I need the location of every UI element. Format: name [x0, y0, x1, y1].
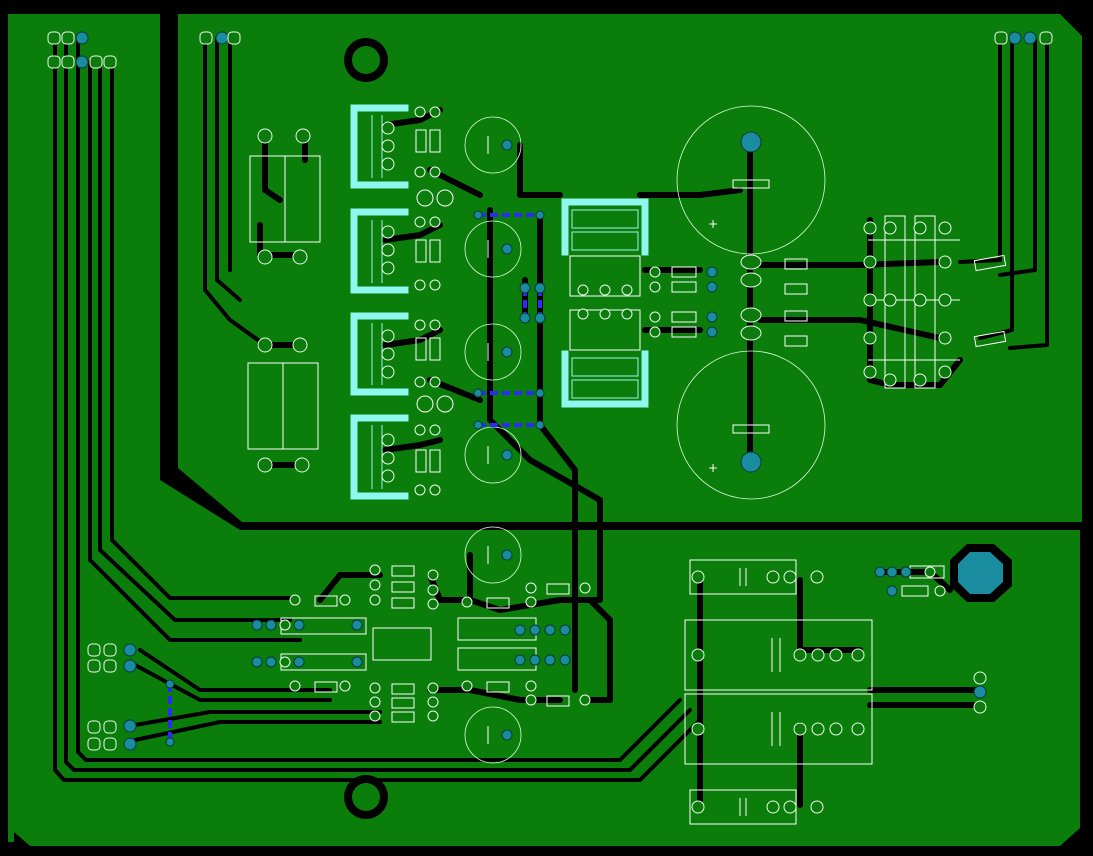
capacitor-icon	[249, 155, 321, 243]
capacitor-icon: +	[676, 105, 826, 255]
resistor-icon	[415, 129, 441, 473]
capacitor-icon	[247, 362, 319, 450]
cap-plus-bottom-label: +	[708, 461, 718, 475]
transistor-icon	[416, 189, 454, 413]
capacitor-icon	[684, 619, 873, 691]
power-terminal-pads[interactable]	[874, 566, 946, 597]
header-right-output[interactable]	[973, 671, 987, 714]
resistor-pads-center[interactable]	[649, 266, 718, 338]
power-terminal[interactable]	[950, 544, 1012, 602]
resistor-icon	[671, 266, 697, 338]
small-component-pads[interactable]	[414, 106, 441, 496]
capacitor-icon	[464, 706, 522, 764]
capacitor-icon	[464, 116, 522, 174]
resistor-icon	[973, 254, 1007, 348]
driver-pads[interactable]	[251, 564, 591, 722]
transistor-pads-left[interactable]	[381, 121, 395, 483]
capacitor-icon	[464, 323, 522, 381]
center-rail-pads[interactable]	[740, 254, 762, 341]
capacitor-icon: +	[676, 350, 826, 500]
header-top-middle[interactable]	[199, 31, 241, 45]
heatsink-center-bottom	[561, 309, 649, 408]
jumper-wires-middle	[473, 210, 546, 430]
heatsink-center-top	[561, 198, 649, 297]
power-pads[interactable]	[691, 570, 865, 814]
header-left-io[interactable]	[87, 643, 137, 751]
header-top-right[interactable]	[994, 31, 1053, 45]
capacitor-icon	[464, 220, 522, 278]
capacitor-icon	[464, 526, 522, 584]
output-pads[interactable]	[863, 221, 952, 387]
resistor-icon	[784, 258, 808, 347]
mounting-hole-icon	[344, 38, 388, 82]
capacitor-icon	[684, 693, 873, 765]
resistor-pads-left[interactable]	[257, 128, 311, 473]
mounting-hole-icon	[344, 775, 388, 819]
header-top-left[interactable]	[47, 31, 117, 69]
transistor-pads-center[interactable]	[577, 284, 633, 320]
cap-plus-top-label: +	[708, 217, 718, 231]
ic-icon	[372, 627, 432, 661]
